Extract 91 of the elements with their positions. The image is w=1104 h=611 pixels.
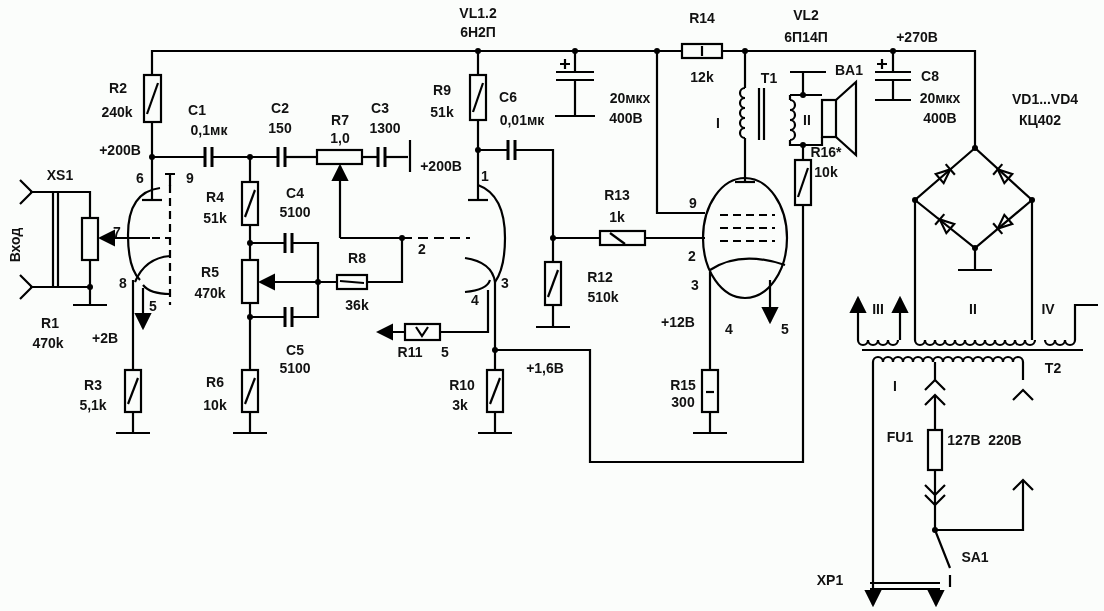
- component-label: R11: [397, 345, 423, 359]
- component-label: R13: [604, 188, 630, 202]
- tube-type-label: 6Н2П: [460, 25, 496, 39]
- voltage-label: 127В: [947, 433, 981, 447]
- component-value: 1k: [609, 210, 625, 224]
- component-label: R16*: [810, 145, 842, 159]
- component-label: C6: [499, 90, 517, 104]
- component-value: 36k: [345, 298, 369, 312]
- component-value: 240k: [101, 105, 133, 119]
- pin-number: 9: [689, 196, 697, 210]
- pin-number: 3: [501, 276, 509, 290]
- pin-number: 5: [149, 299, 157, 313]
- component-value: 300: [671, 395, 695, 409]
- winding-label: III: [872, 302, 884, 316]
- component-value: 5100: [279, 205, 311, 219]
- component-label: C5: [286, 343, 304, 357]
- component-label: R14: [689, 11, 715, 25]
- pin-number: 6: [136, 171, 144, 185]
- component-label: C1: [188, 103, 206, 117]
- component-value: 12k: [690, 70, 714, 84]
- winding-label: II: [803, 113, 811, 127]
- component-value: 400В: [609, 111, 643, 125]
- component-label: R10: [449, 378, 475, 392]
- winding-label: II: [969, 302, 977, 316]
- pin-number: 7: [113, 225, 121, 239]
- pin-number: 4: [471, 293, 479, 307]
- pin-number: 5: [781, 322, 789, 336]
- pin-number: 9: [186, 171, 194, 185]
- tube-label: VL2: [793, 8, 819, 22]
- voltage-label: +2В: [91, 331, 119, 345]
- component-value: 1300: [369, 121, 401, 135]
- voltage-label: +270В: [896, 30, 938, 44]
- component-value: 51k: [430, 105, 454, 119]
- voltage-label: +200В: [99, 143, 141, 157]
- component-value: 1,0: [330, 131, 350, 145]
- voltage-label: +1,6В: [526, 361, 564, 375]
- component-value: 10k: [203, 398, 227, 412]
- component-label: R5: [201, 265, 219, 279]
- tube-type-label: 6П14П: [784, 30, 828, 44]
- component-value: 0,1мк: [190, 123, 228, 137]
- component-label: XP1: [816, 573, 844, 587]
- component-value: 470k: [194, 286, 226, 300]
- component-value: 20мкх: [609, 91, 651, 105]
- component-label: R2: [109, 81, 127, 95]
- pin-number: 5: [441, 345, 449, 359]
- component-label: XS1: [46, 168, 74, 182]
- tube-label: VL1.2: [459, 6, 497, 20]
- component-label: R9: [433, 83, 451, 97]
- component-label: C3: [371, 101, 389, 115]
- component-label: T1: [760, 71, 778, 85]
- component-value: 150: [268, 121, 292, 135]
- component-value: 5,1k: [79, 398, 107, 412]
- pin-number: 2: [418, 242, 426, 256]
- component-value: 0,01мк: [499, 113, 545, 127]
- pin-number: 1: [481, 169, 489, 183]
- component-label: FU1: [886, 430, 914, 444]
- component-label: BA1: [835, 63, 863, 77]
- component-label: C4: [286, 186, 304, 200]
- component-label: C2: [271, 101, 289, 115]
- component-label: T2: [1044, 361, 1062, 375]
- component-value: 5100: [279, 361, 311, 375]
- component-value: 470k: [32, 336, 64, 350]
- voltage-label: 220В: [988, 433, 1022, 447]
- component-label: SA1: [961, 550, 989, 564]
- winding-label: I: [893, 379, 897, 393]
- voltage-label: +200В: [420, 159, 462, 173]
- component-label: R7: [331, 113, 349, 127]
- component-label: R6: [206, 375, 224, 389]
- component-label: R15: [670, 378, 696, 392]
- component-label: C8: [921, 69, 939, 83]
- component-value: 400В: [923, 111, 957, 125]
- component-label: VD1...VD4: [1011, 92, 1079, 106]
- component-value: 20мкх: [919, 91, 961, 105]
- component-value: 510k: [587, 290, 619, 304]
- component-label: R3: [84, 378, 102, 392]
- pin-number: 8: [119, 276, 127, 290]
- pin-number: 4: [725, 322, 733, 336]
- component-value: 3k: [452, 398, 468, 412]
- component-value: 51k: [203, 211, 227, 225]
- input-label: Вход: [8, 227, 22, 263]
- pin-number: 3: [691, 278, 699, 292]
- component-label: R4: [206, 190, 224, 204]
- component-type-label: КЦ402: [1018, 113, 1062, 127]
- voltage-label: +12В: [661, 315, 695, 329]
- component-label: R1: [41, 316, 59, 330]
- winding-label: IV: [1041, 302, 1055, 316]
- pin-number: 2: [688, 249, 696, 263]
- component-label: R12: [587, 270, 613, 284]
- winding-label: I: [716, 116, 720, 130]
- component-value: 10k: [814, 165, 838, 179]
- component-label: R8: [348, 251, 366, 265]
